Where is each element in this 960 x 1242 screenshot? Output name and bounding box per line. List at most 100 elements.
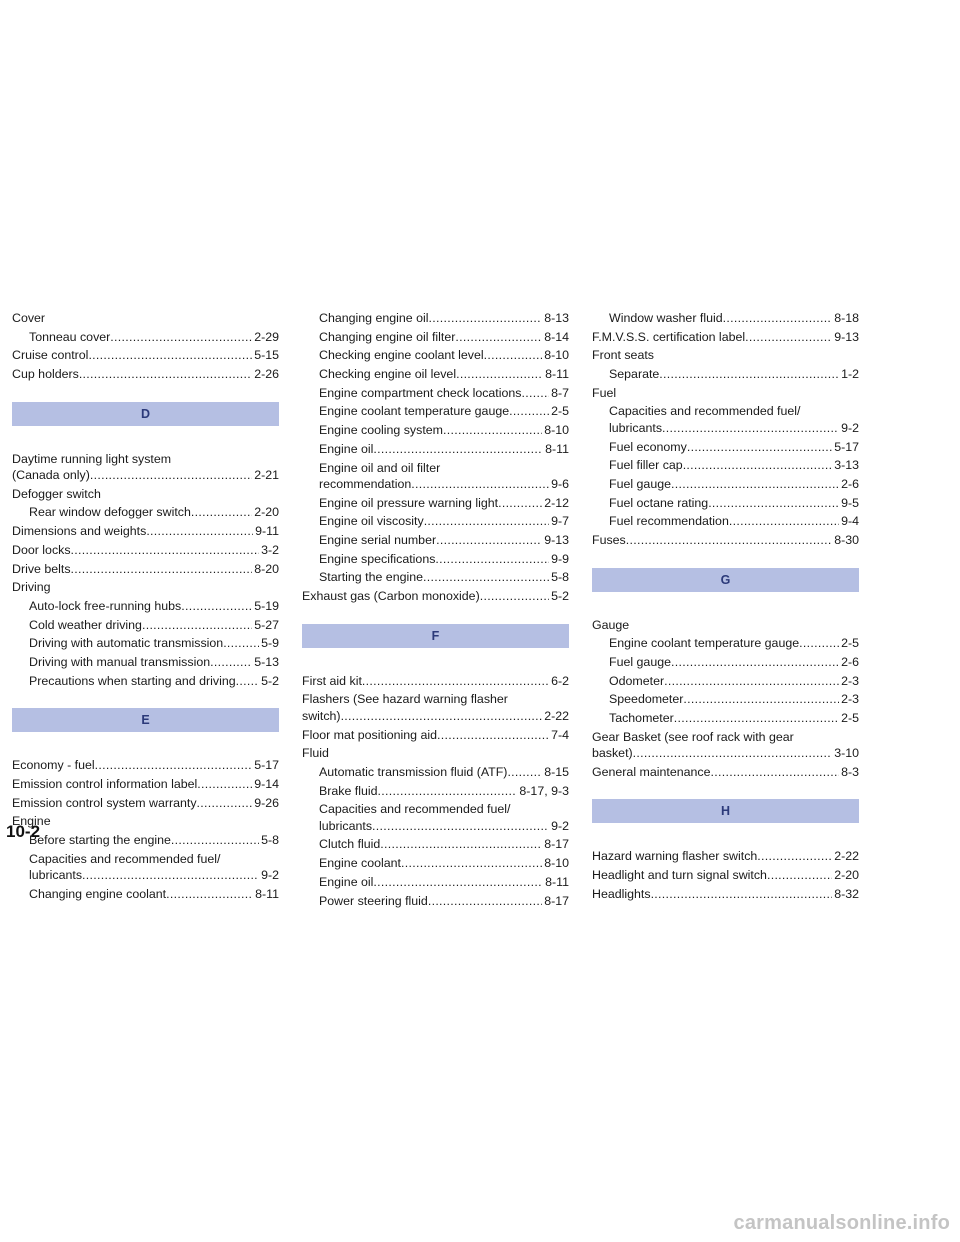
page-reference[interactable]: 8-20 <box>254 561 279 576</box>
index-entry-before-starting-the-engine[interactable]: Before starting the engine5-8 <box>12 832 279 849</box>
page-reference[interactable]: 2-3 <box>841 692 859 707</box>
index-entry-engine-compartment-check-locations[interactable]: Engine compartment check locations8-7 <box>302 385 569 402</box>
page-reference[interactable]: 8-3 <box>841 764 859 779</box>
page-reference[interactable]: 5-15 <box>254 348 279 363</box>
page-reference[interactable]: 2-3 <box>841 673 859 688</box>
index-entry-engine-specifications[interactable]: Engine specifications9-9 <box>302 551 569 568</box>
page-reference[interactable]: 2-20 <box>834 868 859 883</box>
index-entry-precautions-when-starting-and-driving[interactable]: Precautions when starting and driving5-2 <box>12 673 279 690</box>
index-entry-engine-coolant-temperature-gauge[interactable]: Engine coolant temperature gauge2-5 <box>592 635 859 652</box>
page-reference[interactable]: 2-6 <box>841 477 859 491</box>
page-reference[interactable]: 2-29 <box>254 329 279 344</box>
page-reference[interactable]: 6-2 <box>551 673 569 688</box>
page-reference[interactable]: 9-2 <box>841 420 859 435</box>
index-entry-engine-oil[interactable]: Engine oil8-11 <box>302 441 569 458</box>
index-entry-fuel-gauge[interactable]: Fuel gauge2-6 <box>592 476 859 493</box>
page-reference[interactable]: 8-11 <box>545 874 569 889</box>
page-reference[interactable]: 8-18 <box>834 311 859 325</box>
index-entry-auto-lock-free-running-hubs[interactable]: Auto-lock free-running hubs5-19 <box>12 598 279 615</box>
index-entry-fuel-filler-cap[interactable]: Fuel filler cap3-13 <box>592 457 859 474</box>
page-reference[interactable]: 8-15 <box>544 764 569 779</box>
page-reference[interactable]: 8-17, 9-3 <box>519 783 569 798</box>
index-entry-cold-weather-driving[interactable]: Cold weather driving5-27 <box>12 617 279 634</box>
page-reference[interactable]: 2-5 <box>551 404 569 419</box>
page-reference[interactable]: 2-22 <box>544 708 569 723</box>
index-entry-cruise-control[interactable]: Cruise control5-15 <box>12 347 279 364</box>
page-reference[interactable]: 9-6 <box>551 477 569 491</box>
index-entry-general-maintenance[interactable]: General maintenance8-3 <box>592 764 859 781</box>
index-entry-fuel-octane-rating[interactable]: Fuel octane rating9-5 <box>592 495 859 512</box>
page-reference[interactable]: 8-17 <box>544 893 569 908</box>
page-reference[interactable]: 2-12 <box>544 495 569 510</box>
index-entry-capacities-and-recommended-fuel-lubrican[interactable]: Capacities and recommended fuel/lubrican… <box>592 403 859 436</box>
page-reference[interactable]: 2-5 <box>841 636 859 651</box>
page-reference[interactable]: 9-7 <box>551 514 569 529</box>
index-entry-brake-fluid[interactable]: Brake fluid8-17, 9-3 <box>302 783 569 800</box>
page-reference[interactable]: 1-2 <box>841 367 859 382</box>
index-entry-capacities-and-recommended-fuel-lubrican[interactable]: Capacities and recommended fuel/lubrican… <box>302 801 569 834</box>
page-reference[interactable]: 8-10 <box>544 348 569 363</box>
index-entry-engine-oil[interactable]: Engine oil8-11 <box>302 874 569 891</box>
index-entry-daytime-running-light-system-canada-only[interactable]: Daytime running light system(Canada only… <box>12 451 279 484</box>
page-reference[interactable]: 8-7 <box>551 385 569 400</box>
page-reference[interactable]: 9-9 <box>551 551 569 566</box>
index-entry-window-washer-fluid[interactable]: Window washer fluid8-18 <box>592 310 859 327</box>
index-entry-emission-control-system-warranty[interactable]: Emission control system warranty9-26 <box>12 795 279 812</box>
index-entry-checking-engine-coolant-level[interactable]: Checking engine coolant level8-10 <box>302 347 569 364</box>
page-reference[interactable]: 7-4 <box>551 727 569 742</box>
index-entry-f-m-v-s-s-certification-label[interactable]: F.M.V.S.S. certification label9-13 <box>592 329 859 346</box>
index-entry-automatic-transmission-fluid-atf[interactable]: Automatic transmission fluid (ATF)8-15 <box>302 764 569 781</box>
page-reference[interactable]: 2-6 <box>841 654 859 669</box>
index-entry-starting-the-engine[interactable]: Starting the engine5-8 <box>302 569 569 586</box>
page-reference[interactable]: 5-19 <box>254 598 279 613</box>
page-reference[interactable]: 8-14 <box>544 329 569 344</box>
page-reference[interactable]: 9-11 <box>255 524 279 539</box>
index-entry-engine-coolant[interactable]: Engine coolant8-10 <box>302 855 569 872</box>
index-entry-engine-serial-number[interactable]: Engine serial number9-13 <box>302 532 569 549</box>
index-entry-tonneau-cover[interactable]: Tonneau cover2-29 <box>12 329 279 346</box>
index-entry-first-aid-kit[interactable]: First aid kit6-2 <box>302 673 569 690</box>
page-reference[interactable]: 9-26 <box>254 795 279 810</box>
page-reference[interactable]: 8-17 <box>544 837 569 852</box>
page-reference[interactable]: 3-13 <box>834 458 859 473</box>
index-entry-hazard-warning-flasher-switch[interactable]: Hazard warning flasher switch2-22 <box>592 848 859 865</box>
page-reference[interactable]: 5-2 <box>261 673 279 688</box>
page-reference[interactable]: 2-22 <box>834 849 859 864</box>
index-entry-separate[interactable]: Separate1-2 <box>592 366 859 383</box>
index-entry-driving-with-automatic-transmission[interactable]: Driving with automatic transmission5-9 <box>12 635 279 652</box>
index-entry-checking-engine-oil-level[interactable]: Checking engine oil level8-11 <box>302 366 569 383</box>
index-entry-capacities-and-recommended-fuel-lubrican[interactable]: Capacities and recommended fuel/lubrican… <box>12 851 279 884</box>
index-entry-economy-fuel[interactable]: Economy - fuel5-17 <box>12 757 279 774</box>
page-reference[interactable]: 9-4 <box>841 514 859 529</box>
index-entry-emission-control-information-label[interactable]: Emission control information label9-14 <box>12 776 279 793</box>
index-entry-tachometer[interactable]: Tachometer2-5 <box>592 710 859 727</box>
page-reference[interactable]: 5-13 <box>254 654 279 669</box>
page-reference[interactable]: 8-11 <box>545 441 569 456</box>
index-entry-engine-oil-and-oil-filter-recommendation[interactable]: Engine oil and oil filterrecommendation9… <box>302 460 569 493</box>
index-entry-dimensions-and-weights[interactable]: Dimensions and weights9-11 <box>12 523 279 540</box>
index-entry-speedometer[interactable]: Speedometer2-3 <box>592 691 859 708</box>
index-entry-headlights[interactable]: Headlights8-32 <box>592 886 859 903</box>
index-entry-fuses[interactable]: Fuses8-30 <box>592 532 859 549</box>
index-entry-engine-cooling-system[interactable]: Engine cooling system8-10 <box>302 422 569 439</box>
index-entry-engine-coolant-temperature-gauge[interactable]: Engine coolant temperature gauge2-5 <box>302 403 569 420</box>
index-entry-engine-oil-viscosity[interactable]: Engine oil viscosity9-7 <box>302 513 569 530</box>
index-entry-driving-with-manual-transmission[interactable]: Driving with manual transmission5-13 <box>12 654 279 671</box>
page-reference[interactable]: 2-21 <box>254 468 279 483</box>
page-reference[interactable]: 8-13 <box>544 311 569 325</box>
index-entry-cup-holders[interactable]: Cup holders2-26 <box>12 366 279 383</box>
index-entry-changing-engine-oil-filter[interactable]: Changing engine oil filter8-14 <box>302 329 569 346</box>
page-reference[interactable]: 8-32 <box>834 886 859 901</box>
page-reference[interactable]: 5-8 <box>261 832 279 847</box>
index-entry-fuel-economy[interactable]: Fuel economy5-17 <box>592 439 859 456</box>
index-entry-changing-engine-oil[interactable]: Changing engine oil8-13 <box>302 310 569 327</box>
page-reference[interactable]: 2-26 <box>254 367 279 382</box>
index-entry-drive-belts[interactable]: Drive belts8-20 <box>12 561 279 578</box>
page-reference[interactable]: 2-5 <box>841 711 859 725</box>
page-reference[interactable]: 8-11 <box>255 886 279 901</box>
page-reference[interactable]: 5-9 <box>261 636 279 651</box>
page-reference[interactable]: 9-2 <box>551 818 569 833</box>
page-reference[interactable]: 8-11 <box>545 367 569 382</box>
